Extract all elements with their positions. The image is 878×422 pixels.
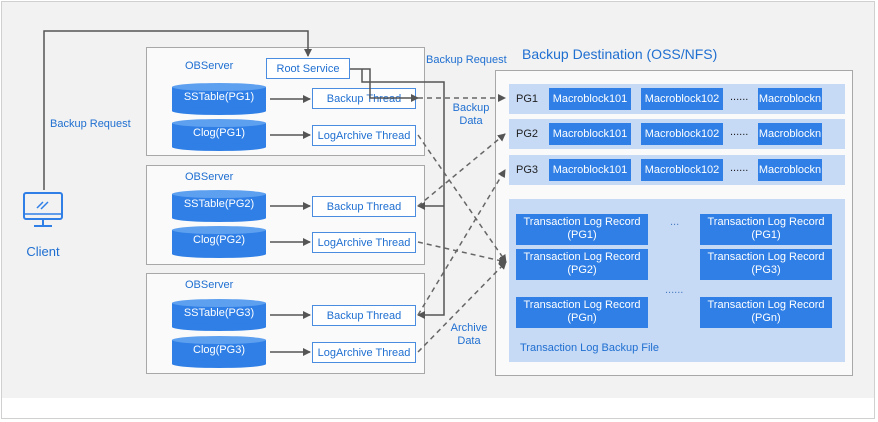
pg2-macroblock102: Macroblock102 bbox=[641, 123, 723, 145]
observer-1-label: OBServer bbox=[185, 60, 234, 72]
clog-pg2-cylinder: Clog(PG2) bbox=[172, 226, 266, 258]
pg3-dots: ...... bbox=[730, 162, 749, 174]
backup-data-label-line2: Data bbox=[459, 115, 483, 127]
log-record-3-line2: (PG2) bbox=[567, 264, 597, 276]
log-record-1-line1: Transaction Log Record bbox=[523, 216, 641, 228]
log-record-5-line2: (PGn) bbox=[567, 312, 597, 324]
log-record-6-line1: Transaction Log Record bbox=[707, 299, 825, 311]
log-record-6: Transaction Log Record(PGn) bbox=[700, 297, 832, 328]
clog-pg1-cylinder: Clog(PG1) bbox=[172, 119, 266, 151]
backup-thread-3: Backup Thread bbox=[312, 305, 416, 326]
clog-pg1-label: Clog(PG1) bbox=[193, 127, 245, 139]
sstable-pg1-label: SSTable(PG1) bbox=[183, 91, 255, 103]
sstable-pg2-label: SSTable(PG2) bbox=[183, 198, 255, 210]
backup-thread-2: Backup Thread bbox=[312, 196, 416, 217]
log-record-2: Transaction Log Record(PG1) bbox=[700, 214, 832, 245]
sstable-pg3-cylinder: SSTable(PG3) bbox=[172, 299, 266, 331]
log-record-4-line2: (PG3) bbox=[751, 264, 781, 276]
backup-thread-1: Backup Thread bbox=[312, 88, 416, 109]
log-record-3-line1: Transaction Log Record bbox=[523, 251, 641, 263]
log-record-1-line2: (PG1) bbox=[567, 229, 597, 241]
pg1-macroblock101: Macroblock101 bbox=[549, 88, 631, 110]
pg1-macroblock102: Macroblock102 bbox=[641, 88, 723, 110]
backup-request-top-label: Backup Request bbox=[426, 54, 507, 66]
pg3-macroblockn: Macroblockn bbox=[758, 159, 822, 181]
log-record-5-line1: Transaction Log Record bbox=[523, 299, 641, 311]
logarchive-thread-1: LogArchive Thread bbox=[312, 125, 416, 146]
log-record-3: Transaction Log Record(PG2) bbox=[516, 249, 648, 280]
pg2-macroblock101: Macroblock101 bbox=[549, 123, 631, 145]
observer-2-label: OBServer bbox=[185, 171, 234, 183]
clog-pg2-label: Clog(PG2) bbox=[193, 234, 245, 246]
log-record-1: Transaction Log Record(PG1) bbox=[516, 214, 648, 245]
log-dots-mid: ...... bbox=[665, 284, 684, 296]
pg1-dots: ...... bbox=[730, 91, 749, 103]
log-record-4-line1: Transaction Log Record bbox=[707, 251, 825, 263]
clog-pg3-label: Clog(PG3) bbox=[193, 344, 245, 356]
logarchive-thread-2: LogArchive Thread bbox=[312, 232, 416, 253]
pg2-dots: ...... bbox=[730, 126, 749, 138]
pg1-label: PG1 bbox=[516, 93, 539, 105]
observer-3-label: OBServer bbox=[185, 279, 234, 291]
pg2-macroblockn: Macroblockn bbox=[758, 123, 822, 145]
clog-pg3-cylinder: Clog(PG3) bbox=[172, 336, 266, 368]
log-file-label: Transaction Log Backup File bbox=[520, 342, 659, 354]
root-service-box: Root Service bbox=[266, 58, 350, 79]
log-record-4: Transaction Log Record(PG3) bbox=[700, 249, 832, 280]
pg2-label: PG2 bbox=[516, 128, 539, 140]
log-record-2-line1: Transaction Log Record bbox=[707, 216, 825, 228]
backup-data-label-line1: Backup bbox=[452, 102, 490, 114]
pg3-macroblock102: Macroblock102 bbox=[641, 159, 723, 181]
log-record-6-line2: (PGn) bbox=[751, 312, 781, 324]
destination-title: Backup Destination (OSS/NFS) bbox=[522, 46, 718, 62]
archive-data-label-line2: Data bbox=[457, 335, 481, 347]
client-label: Client bbox=[26, 244, 60, 259]
pg3-label: PG3 bbox=[516, 164, 539, 176]
log-dots-top: ... bbox=[670, 216, 680, 228]
log-record-2-line2: (PG1) bbox=[751, 229, 781, 241]
sstable-pg2-cylinder: SSTable(PG2) bbox=[172, 190, 266, 222]
pg3-macroblock101: Macroblock101 bbox=[549, 159, 631, 181]
sstable-pg1-cylinder: SSTable(PG1) bbox=[172, 83, 266, 115]
archive-data-label-line1: Archive bbox=[450, 322, 488, 334]
pg1-macroblockn: Macroblockn bbox=[758, 88, 822, 110]
logarchive-thread-3: LogArchive Thread bbox=[312, 342, 416, 363]
log-record-5: Transaction Log Record(PGn) bbox=[516, 297, 648, 328]
backup-request-left-label: Backup Request bbox=[50, 118, 131, 130]
sstable-pg3-label: SSTable(PG3) bbox=[183, 307, 255, 319]
